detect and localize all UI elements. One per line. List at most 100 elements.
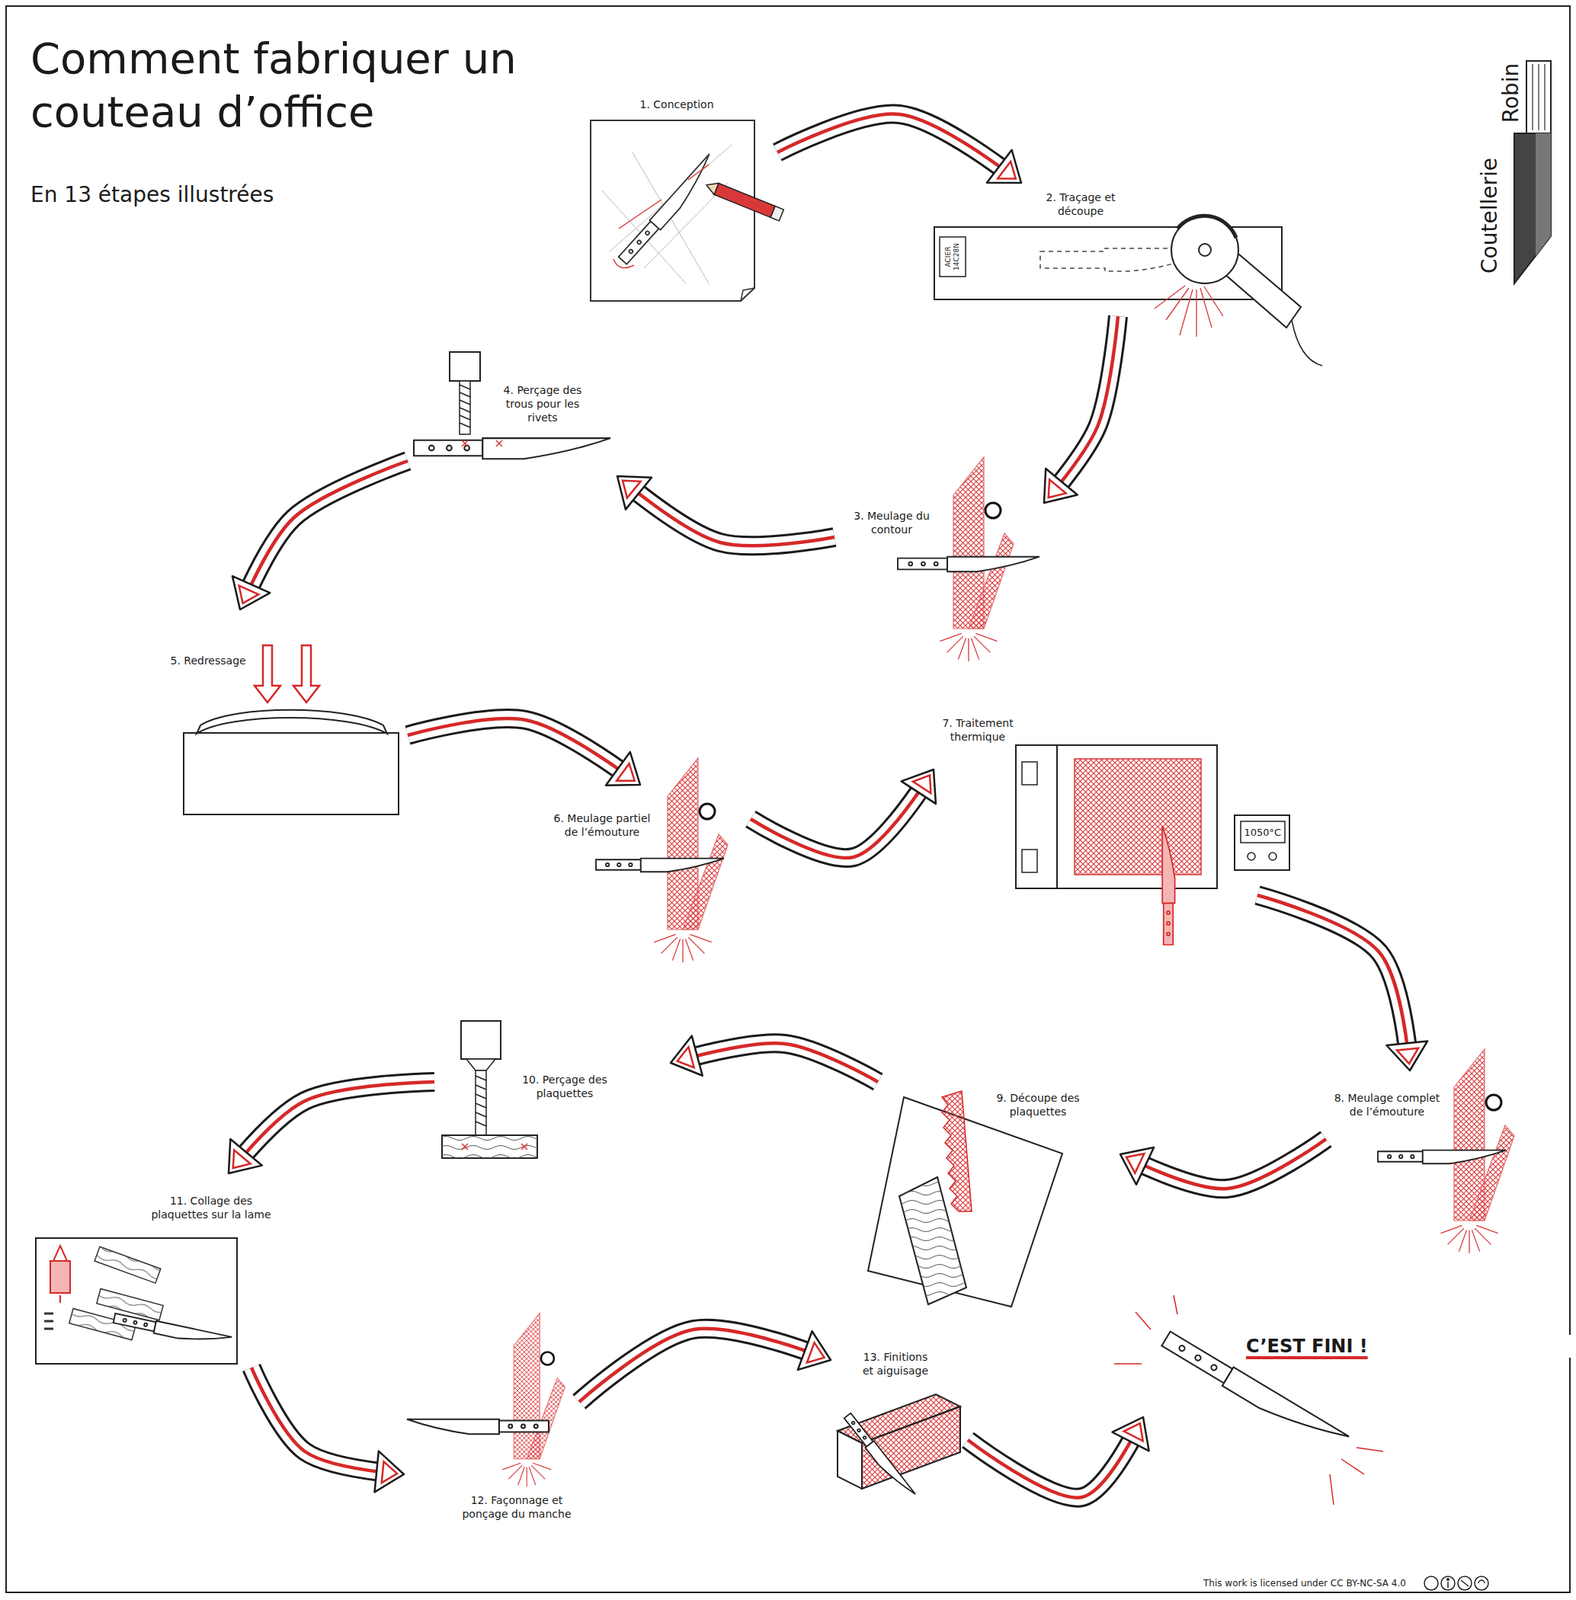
arrow-head-accent [1048,480,1067,499]
label-holder: This work is licensed under CC BY-NC-SA … [1203,1578,1407,1590]
arrow-stripe [407,718,641,785]
license-icons [1424,1576,1439,1591]
gluing-board [35,1238,238,1365]
arrow-head-accent [1124,1423,1144,1442]
sharpening-stone [837,1394,961,1502]
arrow-outline [777,114,1022,183]
arrow-body [579,1329,831,1403]
step-node: C’EST FINI ! [1143,1310,1509,1487]
drill [459,384,471,428]
arrow-body [228,1082,435,1174]
design-sheet [714,183,776,218]
drill [461,1021,501,1060]
step-arrow [1044,316,1118,503]
drill [475,1076,487,1127]
furnace [1162,826,1175,945]
arrow-body [617,476,835,546]
design-sheet [613,259,635,269]
step-arrow [251,1367,404,1493]
drill [466,1059,496,1071]
arrow-head-accent [912,775,931,795]
brand-text: Coutellerie [1477,157,1503,274]
step-label: 11. Collage des plaquettes sur la lame [141,1194,281,1222]
sharpening-stone [837,1431,862,1490]
band-saw [899,1177,967,1305]
arrow-head [901,769,936,805]
drill [413,352,611,459]
step-node: 5. Redressage [163,609,408,820]
step-label: 8. Meulage complet de l’émouture [1329,1091,1445,1119]
step-arrow [579,1329,831,1403]
license-icons [1446,1578,1450,1582]
finished-knife [1114,1295,1384,1506]
arrow-head-accent [381,1461,398,1484]
band-saw [899,1177,967,1305]
angle-grinder [1198,243,1211,257]
step-arrow [617,476,835,546]
heading-holder: Comment fabriquer un couteau d’office [30,32,534,139]
step-label: 2. Traçage et découpe [1038,190,1123,218]
furnace [1074,759,1202,875]
design-sheet [590,120,784,302]
step-label: 4. Perçage des trous pour les rivets [496,383,590,425]
belt-grinder [406,1313,565,1488]
step-arrow [670,1036,878,1083]
arrow-stripe [1044,316,1118,503]
arrow-stripe [617,476,835,546]
label-holder: 1050°C [1244,826,1282,840]
arrow-outline [579,1329,831,1403]
drill [461,1143,528,1150]
gluing-board [112,1312,232,1349]
arrow-stripe [1120,1139,1327,1189]
license-icons [1424,1576,1489,1591]
angle-grinder [1291,320,1323,366]
belt-grinder [1377,1150,1506,1165]
arrow-stripe [579,1329,831,1403]
step-arrow [750,769,936,859]
belt-grinder [897,457,1040,662]
straightening-block [196,710,388,734]
label-holder: Robin [1499,63,1524,124]
furnace [1021,849,1038,873]
step-node: 12. Façonnage et ponçage du manche [403,1303,580,1532]
arrow-head [374,1451,404,1493]
arrow-head [232,576,270,610]
step-arrow [228,1082,435,1174]
step-arrow [1120,1139,1327,1189]
drill [442,1135,538,1159]
arrow-head-accent [233,1150,251,1170]
arrow-head [670,1036,703,1077]
gluing-board [94,1246,161,1284]
finish-banner: C’EST FINI ! [1246,1335,1576,1359]
step-arrow [232,461,408,610]
arrow-outline [240,461,408,610]
page-caption: En 13 étapes illustrées [30,181,274,209]
arrow-outline [1044,316,1118,503]
arrow-head [1120,1147,1154,1186]
belt-grinder [595,858,724,873]
belt-grinder [1377,1049,1515,1254]
angle-grinder [1177,215,1237,238]
gluing-board [35,1238,238,1365]
furnace [1240,821,1285,843]
arrow-outline [617,476,835,546]
heading-holder: En 13 étapes illustrées [30,181,274,209]
straightening-block [183,733,399,815]
furnace [1015,745,1058,889]
angle-grinder [1154,215,1323,366]
arrow-outline [1120,1139,1327,1189]
arrow-head-accent [807,1342,825,1363]
belt-grinder [406,1419,549,1436]
gluing-board [96,1288,164,1320]
arrow-head-accent [997,161,1016,180]
band-saw [941,1091,972,1212]
license-note: This work is licensed under CC BY-NC-SA … [1203,1578,1407,1590]
license-icons [1447,1580,1485,1589]
arrow-outline [407,718,641,785]
gluing-board [96,1288,164,1320]
furnace [1057,745,1218,889]
gluing-board [94,1246,161,1284]
